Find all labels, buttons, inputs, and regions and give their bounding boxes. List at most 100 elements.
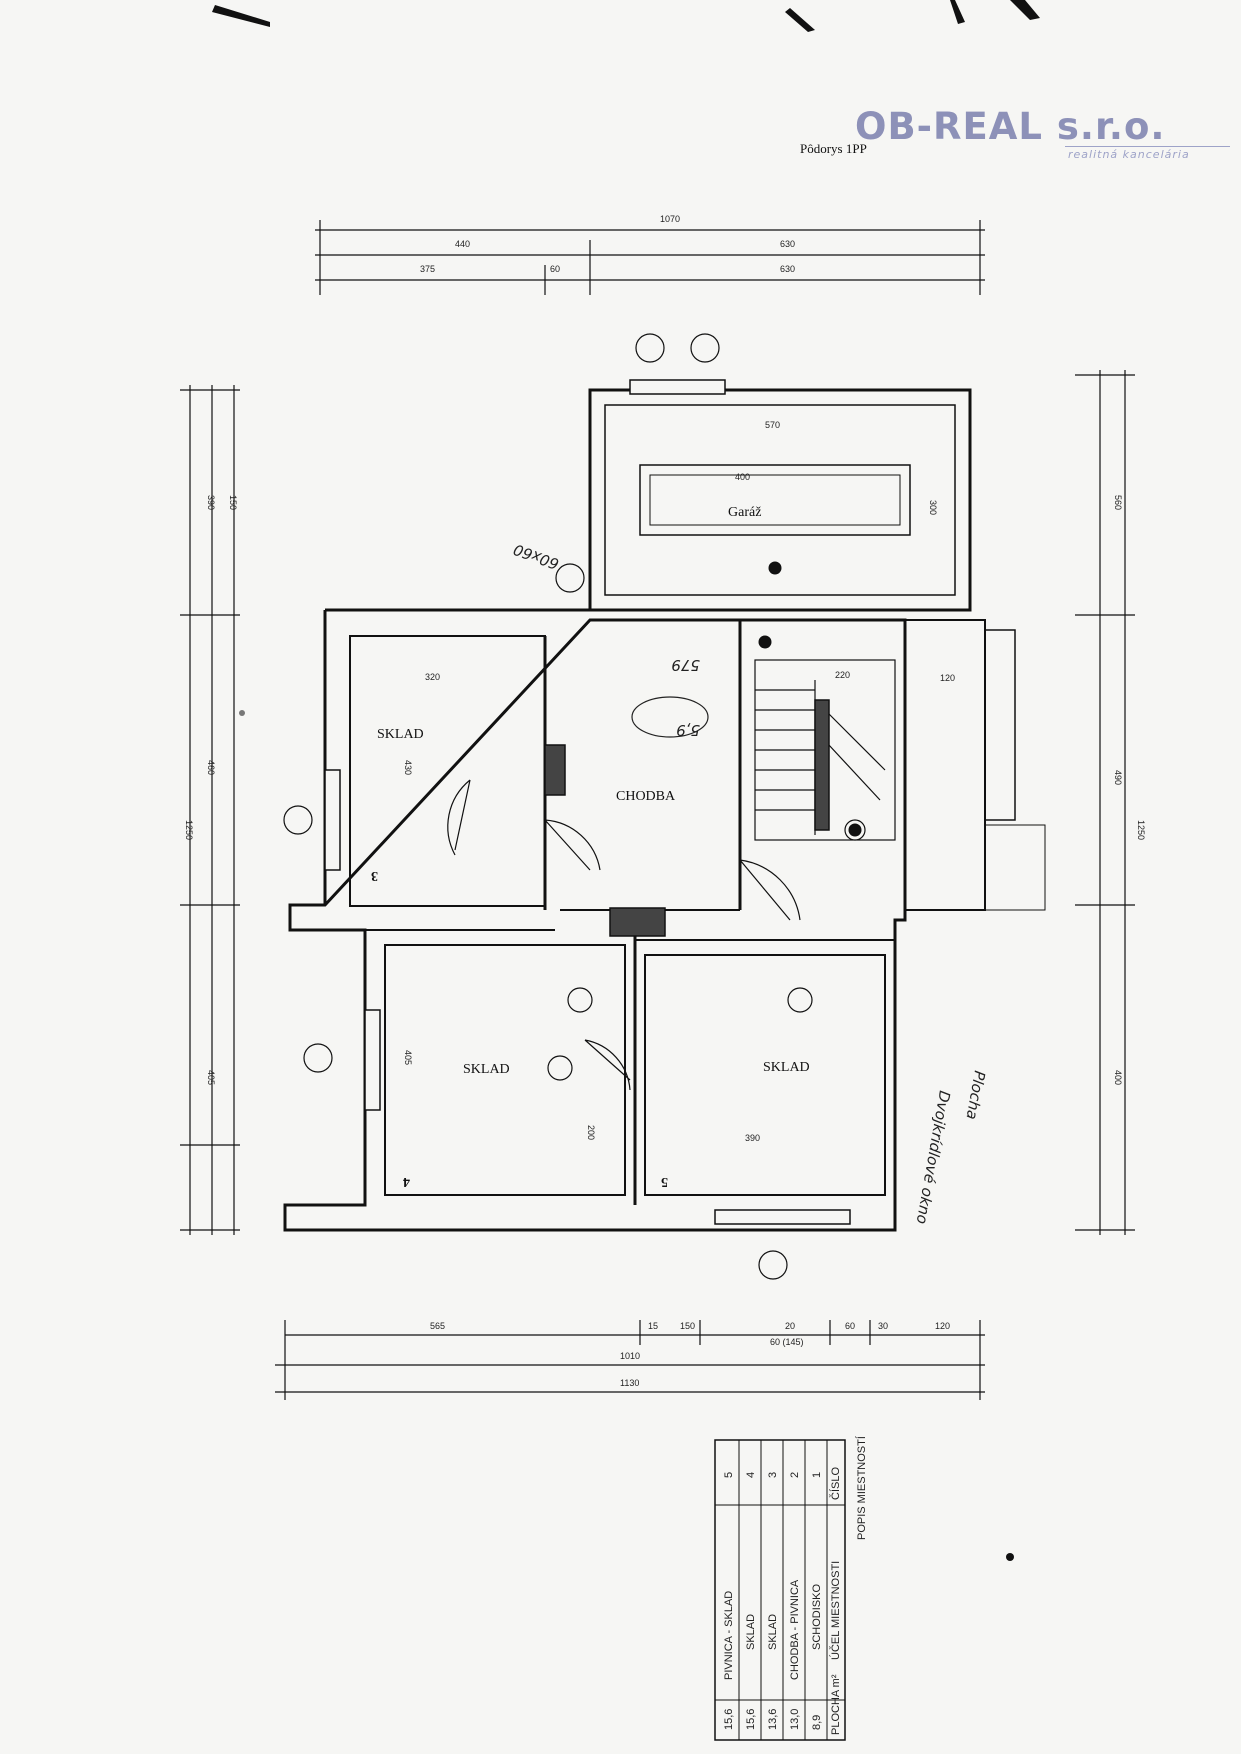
dim-left-c: 460 (206, 760, 216, 775)
room-table-row3-purpose: SKLAD (767, 1614, 779, 1650)
section-marker-6 (758, 1250, 788, 1280)
dimension-chain-left (180, 385, 240, 1235)
room-table-row3-area: 13,6 (767, 1709, 779, 1730)
garage-pit-inner (649, 474, 901, 526)
room-label-storage-2: SKLAD (463, 1062, 510, 1077)
window-storage3 (714, 1209, 851, 1225)
garage-inner-wall (604, 404, 956, 596)
annex-light-well (984, 824, 1046, 911)
room-label-storage-3: SKLAD (763, 1060, 810, 1075)
level-marker-1 (768, 561, 782, 575)
room-table-frame (714, 1439, 846, 1741)
window-storage1 (324, 769, 341, 871)
dim-inner-405: 405 (403, 1050, 413, 1065)
dim-left-b: 150 (228, 495, 238, 510)
room-table-row2-area: 13,0 (789, 1709, 801, 1730)
door-swings (447, 779, 801, 1091)
handwritten-note-1: Dvojkrídlové okno (913, 1089, 954, 1225)
dim-left-d: 405 (206, 1070, 216, 1085)
dim-bottom-mid: 1010 (620, 1351, 640, 1361)
window-garage (629, 379, 726, 395)
section-marker-5 (303, 1043, 333, 1073)
room-table-row2-number: 2 (789, 1472, 801, 1478)
section-markers (283, 333, 866, 1280)
storage1-inner-wall (349, 635, 546, 907)
chimney-2 (609, 907, 666, 937)
handwritten-area: 579 (671, 656, 700, 674)
door-stairs (739, 859, 801, 921)
door-storage2 (584, 1039, 631, 1091)
room-table-row4-area: 15,6 (745, 1709, 757, 1730)
dim-inner-320: 320 (425, 672, 440, 682)
room-table-header-purpose: ÚČEL MIESTNOSTI (829, 1561, 842, 1660)
room-number-3: 3 (371, 868, 378, 883)
dim-top-sub-c: 630 (780, 264, 795, 274)
section-marker-3 (555, 563, 585, 593)
room-table-row4-number: 4 (745, 1472, 757, 1478)
room-number-5: 5 (661, 1174, 668, 1189)
room-table-header-area: PLOCHA m² (830, 1674, 842, 1735)
section-marker-7 (547, 1055, 573, 1081)
room-table-row3-number: 3 (767, 1472, 779, 1478)
dim-top-left: 440 (455, 239, 470, 249)
section-marker-8 (567, 987, 593, 1013)
section-marker-2 (690, 333, 720, 363)
door-storage1 (447, 779, 471, 856)
room-table: POPIS MIESTNOSTÍ ČÍSLO ÚČEL MIESTNOSTI P… (714, 1435, 868, 1741)
scan-artifacts (212, 0, 1040, 1561)
dim-top-sub-b: 60 (550, 264, 560, 274)
dim-right-c: 400 (1113, 1070, 1123, 1085)
dim-inner-430: 430 (403, 760, 413, 775)
door-corridor (544, 819, 601, 871)
dim-bottom-b: 15 (648, 1321, 658, 1331)
chimney-3 (814, 699, 830, 831)
handwritten-note-3: 60x60 (511, 540, 561, 573)
chimney-1 (544, 744, 566, 796)
level-marker-3 (848, 823, 862, 837)
logo-tagline: realitná kancelária (1068, 148, 1190, 161)
dim-top-total: 1070 (660, 214, 680, 224)
dim-bottom-e: 60 (845, 1321, 855, 1331)
company-logo: OB-REAL s.r.o. realitná kancelária (855, 105, 1235, 165)
section-marker-9 (787, 987, 813, 1013)
dim-top-right: 630 (780, 239, 795, 249)
windows (324, 379, 851, 1225)
level-marker-2 (758, 635, 772, 649)
dim-inner-390: 390 (745, 1133, 760, 1143)
dim-right-b: 490 (1113, 770, 1123, 785)
dimension-chain-top (315, 220, 985, 295)
logo-underline (1065, 146, 1230, 147)
dim-inner-570: 570 (765, 420, 780, 430)
dim-bottom-total: 1130 (620, 1378, 639, 1388)
section-marker-1 (635, 333, 665, 363)
dim-bottom-h: 60 (145) (770, 1337, 804, 1347)
handwritten-area-2: 5,9 (676, 721, 700, 739)
room-table-title: POPIS MIESTNOSTÍ (855, 1435, 868, 1540)
room-table-row1-number: 1 (811, 1472, 823, 1478)
handwritten-circle (631, 696, 709, 738)
room-table-row2-purpose: CHODBA - PIVNICA (789, 1579, 801, 1680)
dim-inner-220: 220 (835, 670, 850, 680)
dimension-chain-right (1075, 370, 1135, 1235)
room-table-row5-number: 5 (723, 1472, 735, 1478)
level-markers (758, 561, 862, 837)
dim-bottom-d: 20 (785, 1321, 795, 1331)
dim-bottom-f: 30 (878, 1321, 888, 1331)
handwritten-note-2: Plocha (962, 1069, 988, 1121)
section-marker-4 (283, 805, 313, 835)
dim-inner-300: 300 (928, 500, 938, 515)
dim-inner-200: 200 (586, 1125, 596, 1140)
dim-top-sub-a: 375 (420, 264, 435, 274)
dim-bottom-g: 120 (935, 1321, 950, 1331)
room-label-garage: Garáž (728, 505, 761, 520)
room-label-corridor: CHODBA (616, 789, 676, 804)
dim-inner-120: 120 (940, 673, 955, 683)
dim-bottom-c: 150 (680, 1321, 695, 1331)
dimension-chain-bottom (275, 1320, 985, 1400)
walls (283, 388, 1046, 1232)
room-label-storage-1: SKLAD (377, 727, 424, 742)
garage-outer-wall (588, 388, 972, 612)
room-table-header-number: ČÍSLO (829, 1467, 842, 1500)
garage-pit (639, 464, 911, 536)
